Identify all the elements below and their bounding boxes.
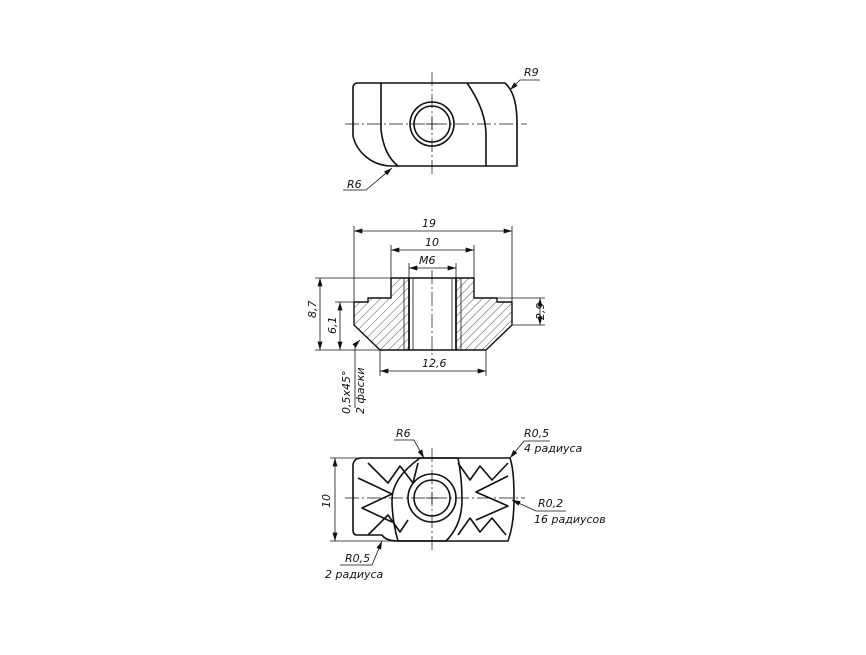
- dim-height-body: 6,1: [326, 317, 339, 335]
- top-view-right-arc: [466, 82, 487, 166]
- top-view-outline: [352, 82, 518, 167]
- bottom-radius-left-value: R0,5: [345, 552, 370, 565]
- dim-width-top: 10: [425, 236, 439, 249]
- r6-leader: [343, 167, 393, 191]
- left-teeth: [367, 462, 419, 484]
- bottom-radius-teeth-value: R0,2: [538, 497, 563, 510]
- bottom-radius-corner-note: 4 радиуса: [524, 442, 583, 455]
- dim-height-total: 8,7: [306, 301, 319, 319]
- bottom-view-boss: [391, 457, 463, 542]
- bottom-radius-left-note: 2 радиуса: [325, 568, 384, 581]
- top-view: R9 R6: [343, 66, 540, 191]
- r9-leader: [509, 79, 540, 91]
- chamfer-size-label: 0,5x45°: [340, 370, 353, 414]
- bottom-radius-corner-value: R0,5: [524, 427, 549, 440]
- dim-bottom-height: 10: [320, 494, 333, 508]
- dim-width-overall: 19: [422, 217, 436, 230]
- section-view: 19 10 M6 8,7 6,1 2,9 12,6 0,5x45°: [306, 217, 547, 414]
- chamfer-note-label: 2 фаски: [354, 368, 367, 414]
- section-left-body: [353, 277, 410, 351]
- bottom-radius-teeth-note: 16 радиусов: [534, 513, 606, 526]
- dim-height-shoulder: 2,9: [534, 303, 547, 321]
- section-right-body: [455, 277, 513, 351]
- top-radius-left-label: R6: [347, 178, 362, 191]
- top-radius-right-label: R9: [524, 66, 539, 79]
- bottom-radius-top-label: R6: [396, 427, 411, 440]
- bottom-view: 10 R6 R0,5 4 радиуса R0,2 16 радиусов R0…: [320, 427, 606, 581]
- dim-thread: M6: [419, 254, 436, 267]
- right-teeth: [457, 462, 509, 481]
- top-view-left-arc: [380, 83, 399, 167]
- section-bore: [408, 277, 457, 351]
- dim-width-bottom: 12,6: [422, 357, 447, 370]
- bottom-view-outline: [352, 457, 515, 542]
